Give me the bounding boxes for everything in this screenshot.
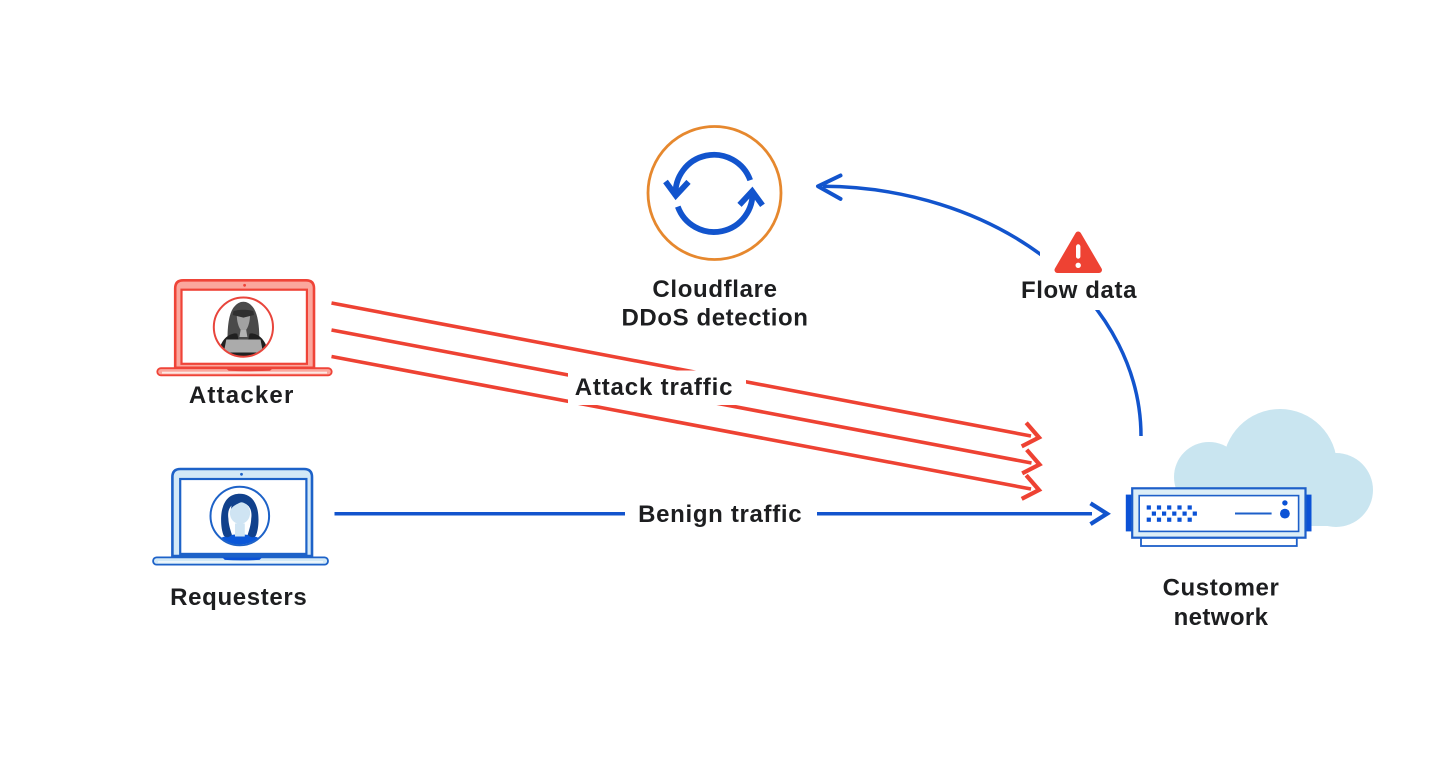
svg-text:Requesters: Requesters bbox=[170, 584, 307, 611]
svg-text:Customer: Customer bbox=[1163, 574, 1280, 601]
svg-text:Cloudflare: Cloudflare bbox=[652, 276, 777, 303]
svg-text:network: network bbox=[1174, 604, 1269, 631]
svg-text:Flow data: Flow data bbox=[1021, 277, 1137, 304]
svg-text:Attacker: Attacker bbox=[189, 382, 295, 409]
svg-text:DDoS detection: DDoS detection bbox=[621, 304, 808, 331]
svg-text:Benign traffic: Benign traffic bbox=[638, 501, 802, 528]
svg-text:Attack traffic: Attack traffic bbox=[575, 374, 734, 401]
